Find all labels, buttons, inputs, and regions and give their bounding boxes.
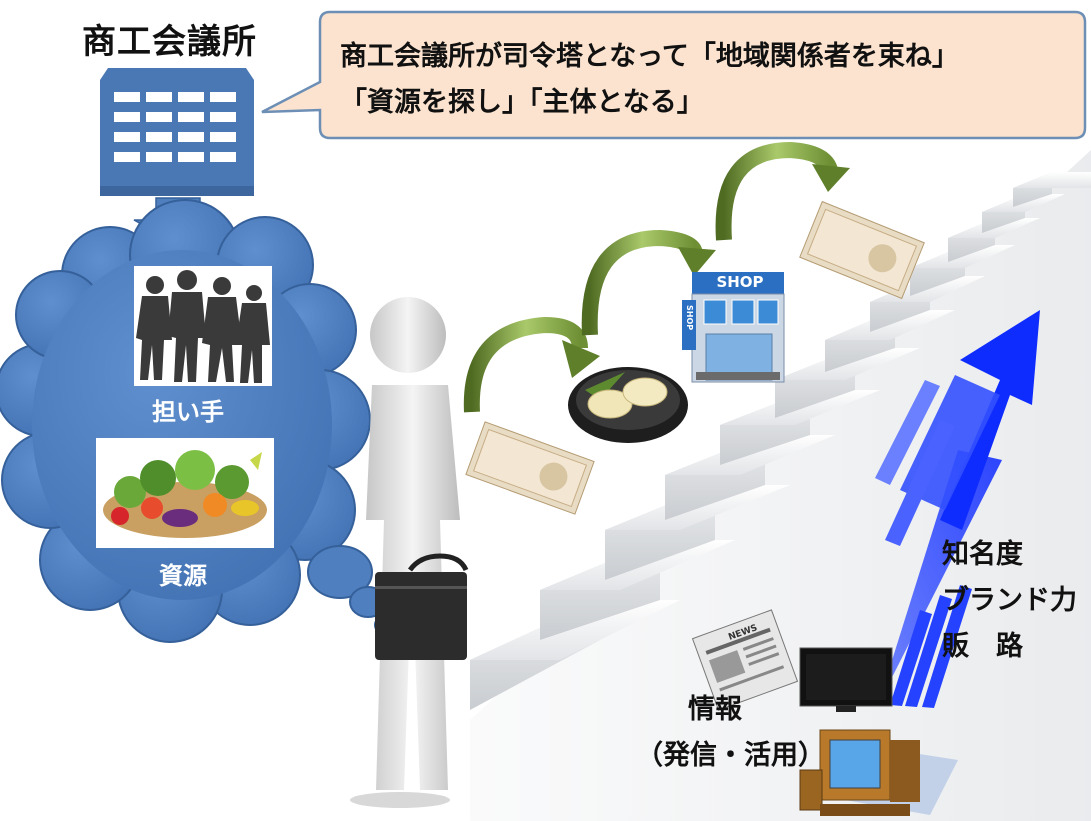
curved-arrow-3: [715, 141, 850, 241]
outcome-awareness: 知名度: [942, 539, 1023, 570]
curved-arrow-2: [581, 229, 716, 336]
curved-arrow-1: [463, 316, 600, 413]
people-label: 担い手: [152, 398, 224, 426]
money-bills-icon-2: [799, 200, 925, 300]
outcome-brand: ブランド力: [942, 585, 1077, 616]
food-plate-icon: [568, 367, 688, 443]
businessman-figure: [350, 297, 460, 808]
money-bills-icon-1: [465, 421, 595, 515]
info-sub-label: （発信・活用）: [636, 740, 825, 771]
briefcase-icon: [375, 553, 469, 660]
vegetables-image: [96, 438, 274, 548]
shop-icon: [682, 272, 785, 383]
resources-label: 資源: [159, 562, 207, 590]
speech-bubble-line2: 「資源を探し」「主体となる」: [340, 87, 704, 118]
shop-side-sign: SHOP: [685, 305, 694, 331]
speech-bubble-text: 商工会議所が司令塔となって「地域関係者を束ね」 「資源を探し」「主体となる」: [340, 34, 1080, 126]
office-building-icon: [100, 68, 254, 196]
info-label: 情報: [688, 694, 742, 725]
speech-bubble-line1: 商工会議所が司令塔となって「地域関係者を束ね」: [340, 41, 959, 72]
page-title: 商工会議所: [82, 22, 257, 62]
outcome-channels: 販 路: [942, 631, 1023, 662]
newspaper-icon: [691, 609, 799, 711]
outcomes-text: 知名度 ブランド力 販 路: [942, 532, 1077, 670]
growth-arrow-icon: [875, 310, 1040, 708]
shop-sign: SHOP: [716, 273, 764, 291]
staircase: [470, 150, 1091, 821]
computer-icon: [799, 729, 958, 816]
speech-bubble: [261, 10, 1087, 140]
people-silhouette-image: [134, 266, 272, 386]
tv-monitor-icon: [799, 647, 893, 712]
